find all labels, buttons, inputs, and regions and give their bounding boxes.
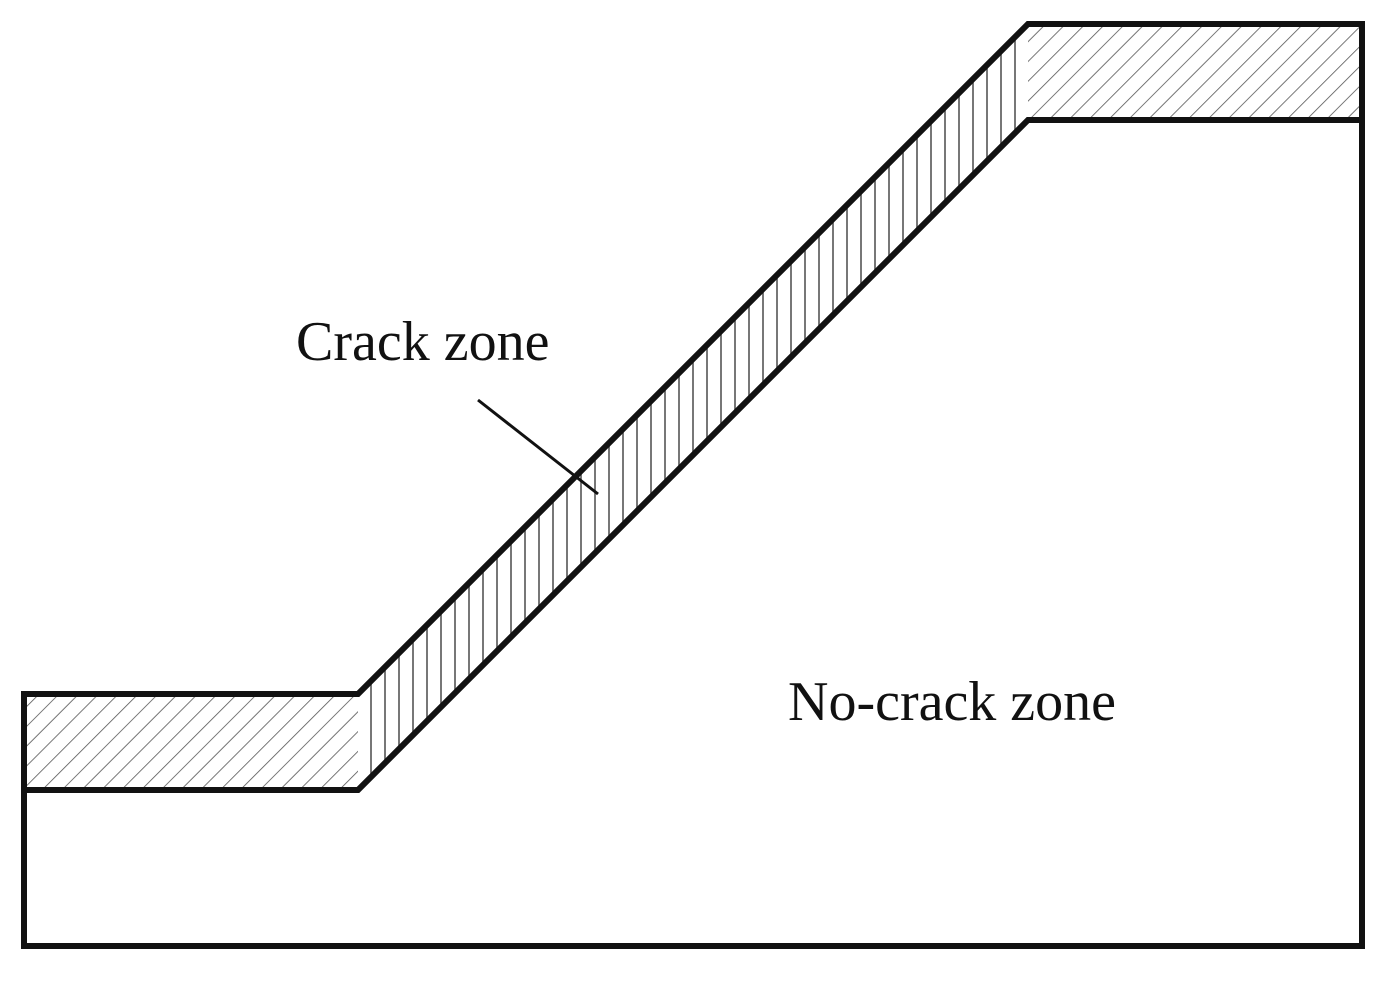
crack-zone-inner-boundary [24, 117, 1362, 793]
crack-zone-label: Crack zone [296, 311, 549, 373]
crack-zone-slope-band [358, 24, 1028, 790]
crack-zone-top-band [1028, 24, 1362, 120]
slope-outline [21, 21, 1365, 949]
crack-zone-bottom-band [24, 694, 358, 790]
crack-zone-region [24, 24, 1362, 790]
no-crack-zone-label: No-crack zone [788, 671, 1116, 733]
crack-zone-leader-line [477, 398, 599, 496]
